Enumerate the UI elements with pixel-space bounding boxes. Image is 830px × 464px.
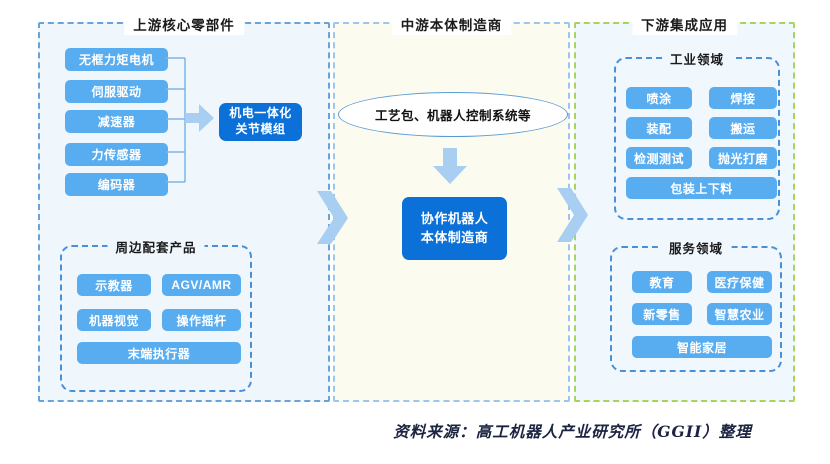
process-systems-ellipse: 工艺包、机器人控制系统等	[338, 92, 568, 137]
peripheral-products-title: 周边配套产品	[107, 237, 205, 256]
industrial-item: 包装上下料	[626, 177, 777, 199]
manufacturer-line2: 本体制造商	[420, 229, 489, 245]
service-item: 教育	[632, 271, 692, 293]
industrial-item: 检测测试	[626, 147, 692, 169]
industrial-item: 搬运	[709, 117, 777, 139]
industrial-item: 装配	[626, 117, 692, 139]
industrial-item: 焊接	[709, 87, 777, 109]
peripheral-item: AGV/AMR	[162, 274, 241, 296]
midstream-panel: 中游本体制造商 工艺包、机器人控制系统等 协作机器人 本体制造商	[333, 13, 570, 402]
service-field-box: 服务领域 教育 医疗保健 新零售 智慧农业 智能家居	[610, 238, 782, 372]
manufacturer-line1: 协作机器人	[420, 210, 489, 226]
upstream-panel-title: 上游核心零部件	[124, 13, 244, 35]
downstream-panel-title: 下游集成应用	[632, 13, 737, 35]
service-item: 智能家居	[632, 336, 772, 358]
upstream-panel: 上游核心零部件 无框力矩电机 伺服驱动 减速器 力传感器 编码器 机电一体化 关…	[38, 13, 330, 402]
service-field-title: 服务领域	[660, 238, 732, 257]
peripheral-item: 机器视觉	[77, 309, 151, 331]
process-systems-label: 工艺包、机器人控制系统等	[374, 109, 531, 123]
midstream-panel-title: 中游本体制造商	[391, 13, 512, 35]
manufacturer-box: 协作机器人 本体制造商	[402, 197, 507, 260]
joint-module-line2: 关节模组	[235, 122, 286, 136]
peripheral-products-box: 周边配套产品 示教器 AGV/AMR 机器视觉 操作摇杆 末端执行器	[60, 237, 252, 392]
service-item: 智慧农业	[707, 303, 772, 325]
source-caption: 资料来源：高工机器人产业研究所（GGII）整理	[393, 422, 752, 441]
industrial-field-box: 工业领域 喷涂 焊接 装配 搬运 检测测试 抛光打磨 包装上下料	[614, 49, 780, 220]
peripheral-item: 末端执行器	[77, 342, 241, 364]
industrial-item: 喷涂	[626, 87, 692, 109]
component-box: 伺服驱动	[65, 80, 168, 103]
component-box: 无框力矩电机	[65, 48, 168, 71]
industrial-field-title: 工业领域	[661, 49, 733, 68]
joint-module-line1: 机电一体化	[229, 106, 292, 121]
downstream-panel: 下游集成应用 工业领域 喷涂 焊接 装配 搬运 检测测试 抛光打磨 包装上下料 …	[574, 13, 795, 402]
peripheral-item: 示教器	[77, 274, 151, 296]
industrial-item: 抛光打磨	[709, 147, 777, 169]
service-item: 新零售	[632, 303, 692, 325]
service-item: 医疗保健	[707, 271, 772, 293]
component-box: 减速器	[65, 110, 168, 133]
component-box: 力传感器	[65, 143, 168, 166]
peripheral-item: 操作摇杆	[162, 309, 241, 331]
component-box: 编码器	[65, 173, 168, 196]
joint-module-box: 机电一体化 关节模组	[219, 103, 302, 141]
